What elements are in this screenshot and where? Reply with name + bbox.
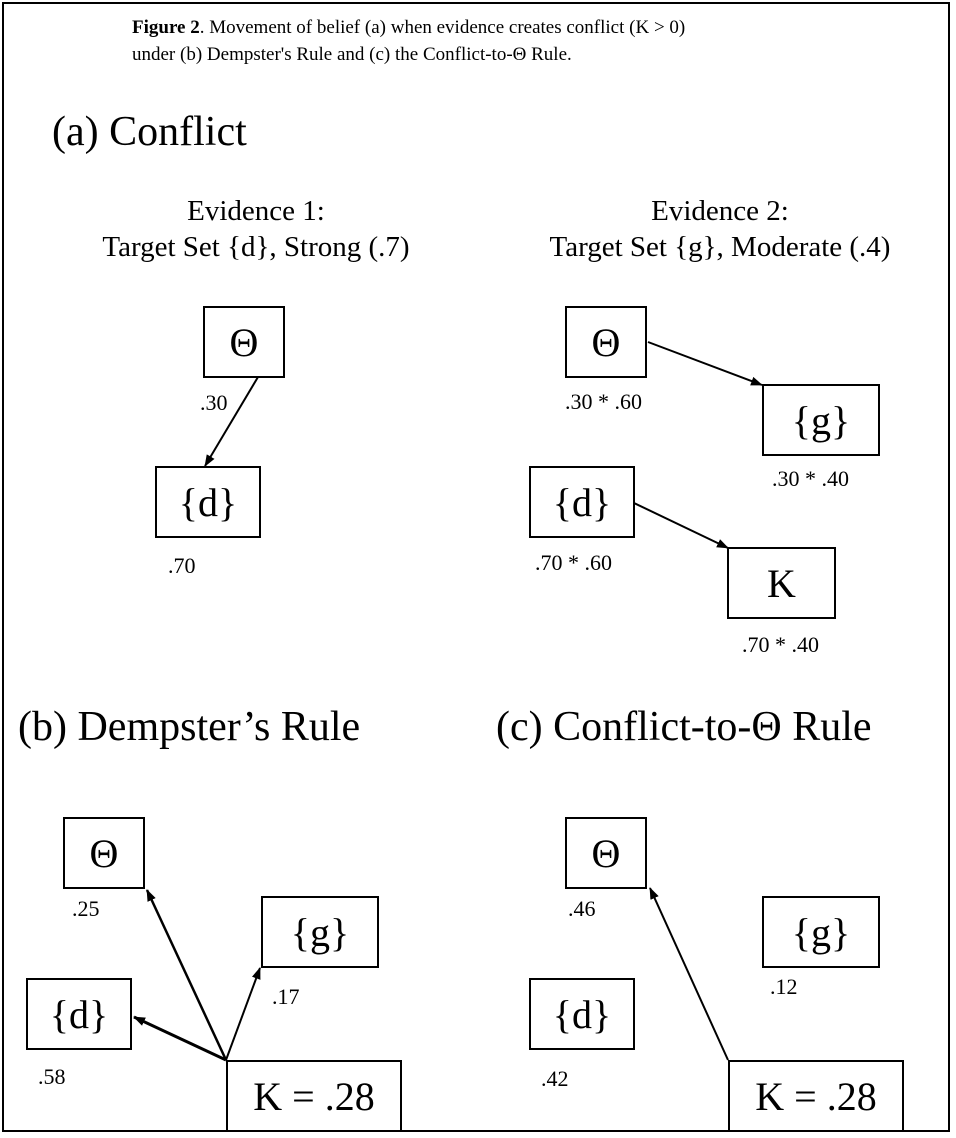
b-theta-node: Θ bbox=[63, 817, 145, 889]
figure-caption: Figure 2. Movement of belief (a) when ev… bbox=[132, 14, 685, 68]
ev2-theta-value: .30 * .60 bbox=[565, 389, 642, 414]
ev2-k-node: K bbox=[727, 547, 836, 619]
c-theta-node: Θ bbox=[565, 817, 647, 889]
c-k-node: K = .28 bbox=[728, 1060, 904, 1132]
ev2-k-value: .70 * .40 bbox=[742, 632, 819, 657]
arrow-b-k-to-g bbox=[225, 967, 261, 1061]
c-g-node: {g} bbox=[762, 896, 880, 968]
ev2-g-value: .30 * .40 bbox=[772, 466, 849, 491]
arrow-c-k-to-theta bbox=[649, 887, 729, 1061]
arrow-b-k-to-theta bbox=[145, 889, 228, 1061]
arrow-ev1-theta-to-d bbox=[204, 376, 259, 467]
c-d-node: {d} bbox=[529, 978, 635, 1050]
ev2-d-value: .70 * .60 bbox=[535, 550, 612, 575]
b-d-value: .58 bbox=[38, 1064, 66, 1089]
c-g-value: .12 bbox=[770, 974, 798, 999]
evidence-2-label: Evidence 2: Target Set {g}, Moderate (.4… bbox=[500, 193, 940, 265]
ev2-theta-node: Θ bbox=[565, 306, 647, 378]
c-d-value: .42 bbox=[541, 1066, 569, 1091]
evidence-1-title: Evidence 1: bbox=[187, 195, 325, 227]
panel-b-heading: (b) Dempster’s Rule bbox=[18, 704, 361, 750]
panel-a-heading: (a) Conflict bbox=[52, 109, 247, 155]
arrow-b-k-to-d bbox=[133, 1015, 227, 1062]
evidence-2-title: Evidence 2: bbox=[651, 195, 789, 227]
ev1-d-value: .70 bbox=[168, 553, 196, 578]
panel-c-heading: (c) Conflict-to-Θ Rule bbox=[496, 704, 872, 750]
arrow-ev2-theta-to-g bbox=[647, 341, 763, 386]
caption-line-1: . Movement of belief (a) when evidence c… bbox=[199, 17, 686, 38]
b-d-node: {d} bbox=[26, 978, 132, 1050]
ev2-g-node: {g} bbox=[762, 384, 880, 456]
caption-line-2: under (b) Dempster's Rule and (c) the Co… bbox=[132, 44, 572, 65]
evidence-1-label: Evidence 1: Target Set {d}, Strong (.7) bbox=[56, 193, 456, 265]
b-k-node: K = .28 bbox=[226, 1060, 402, 1132]
ev1-theta-value: .30 bbox=[200, 390, 228, 415]
c-theta-value: .46 bbox=[568, 896, 596, 921]
ev2-d-node: {d} bbox=[529, 466, 635, 538]
b-theta-value: .25 bbox=[72, 896, 100, 921]
b-g-value: .17 bbox=[272, 984, 300, 1009]
arrow-ev2-d-to-k bbox=[633, 502, 729, 549]
evidence-1-subtitle: Target Set {d}, Strong (.7) bbox=[102, 231, 410, 263]
ev1-d-node: {d} bbox=[155, 466, 261, 538]
b-g-node: {g} bbox=[261, 896, 379, 968]
evidence-2-subtitle: Target Set {g}, Moderate (.4) bbox=[549, 231, 891, 263]
ev1-theta-node: Θ bbox=[203, 306, 285, 378]
figure-label: Figure 2 bbox=[132, 17, 200, 38]
